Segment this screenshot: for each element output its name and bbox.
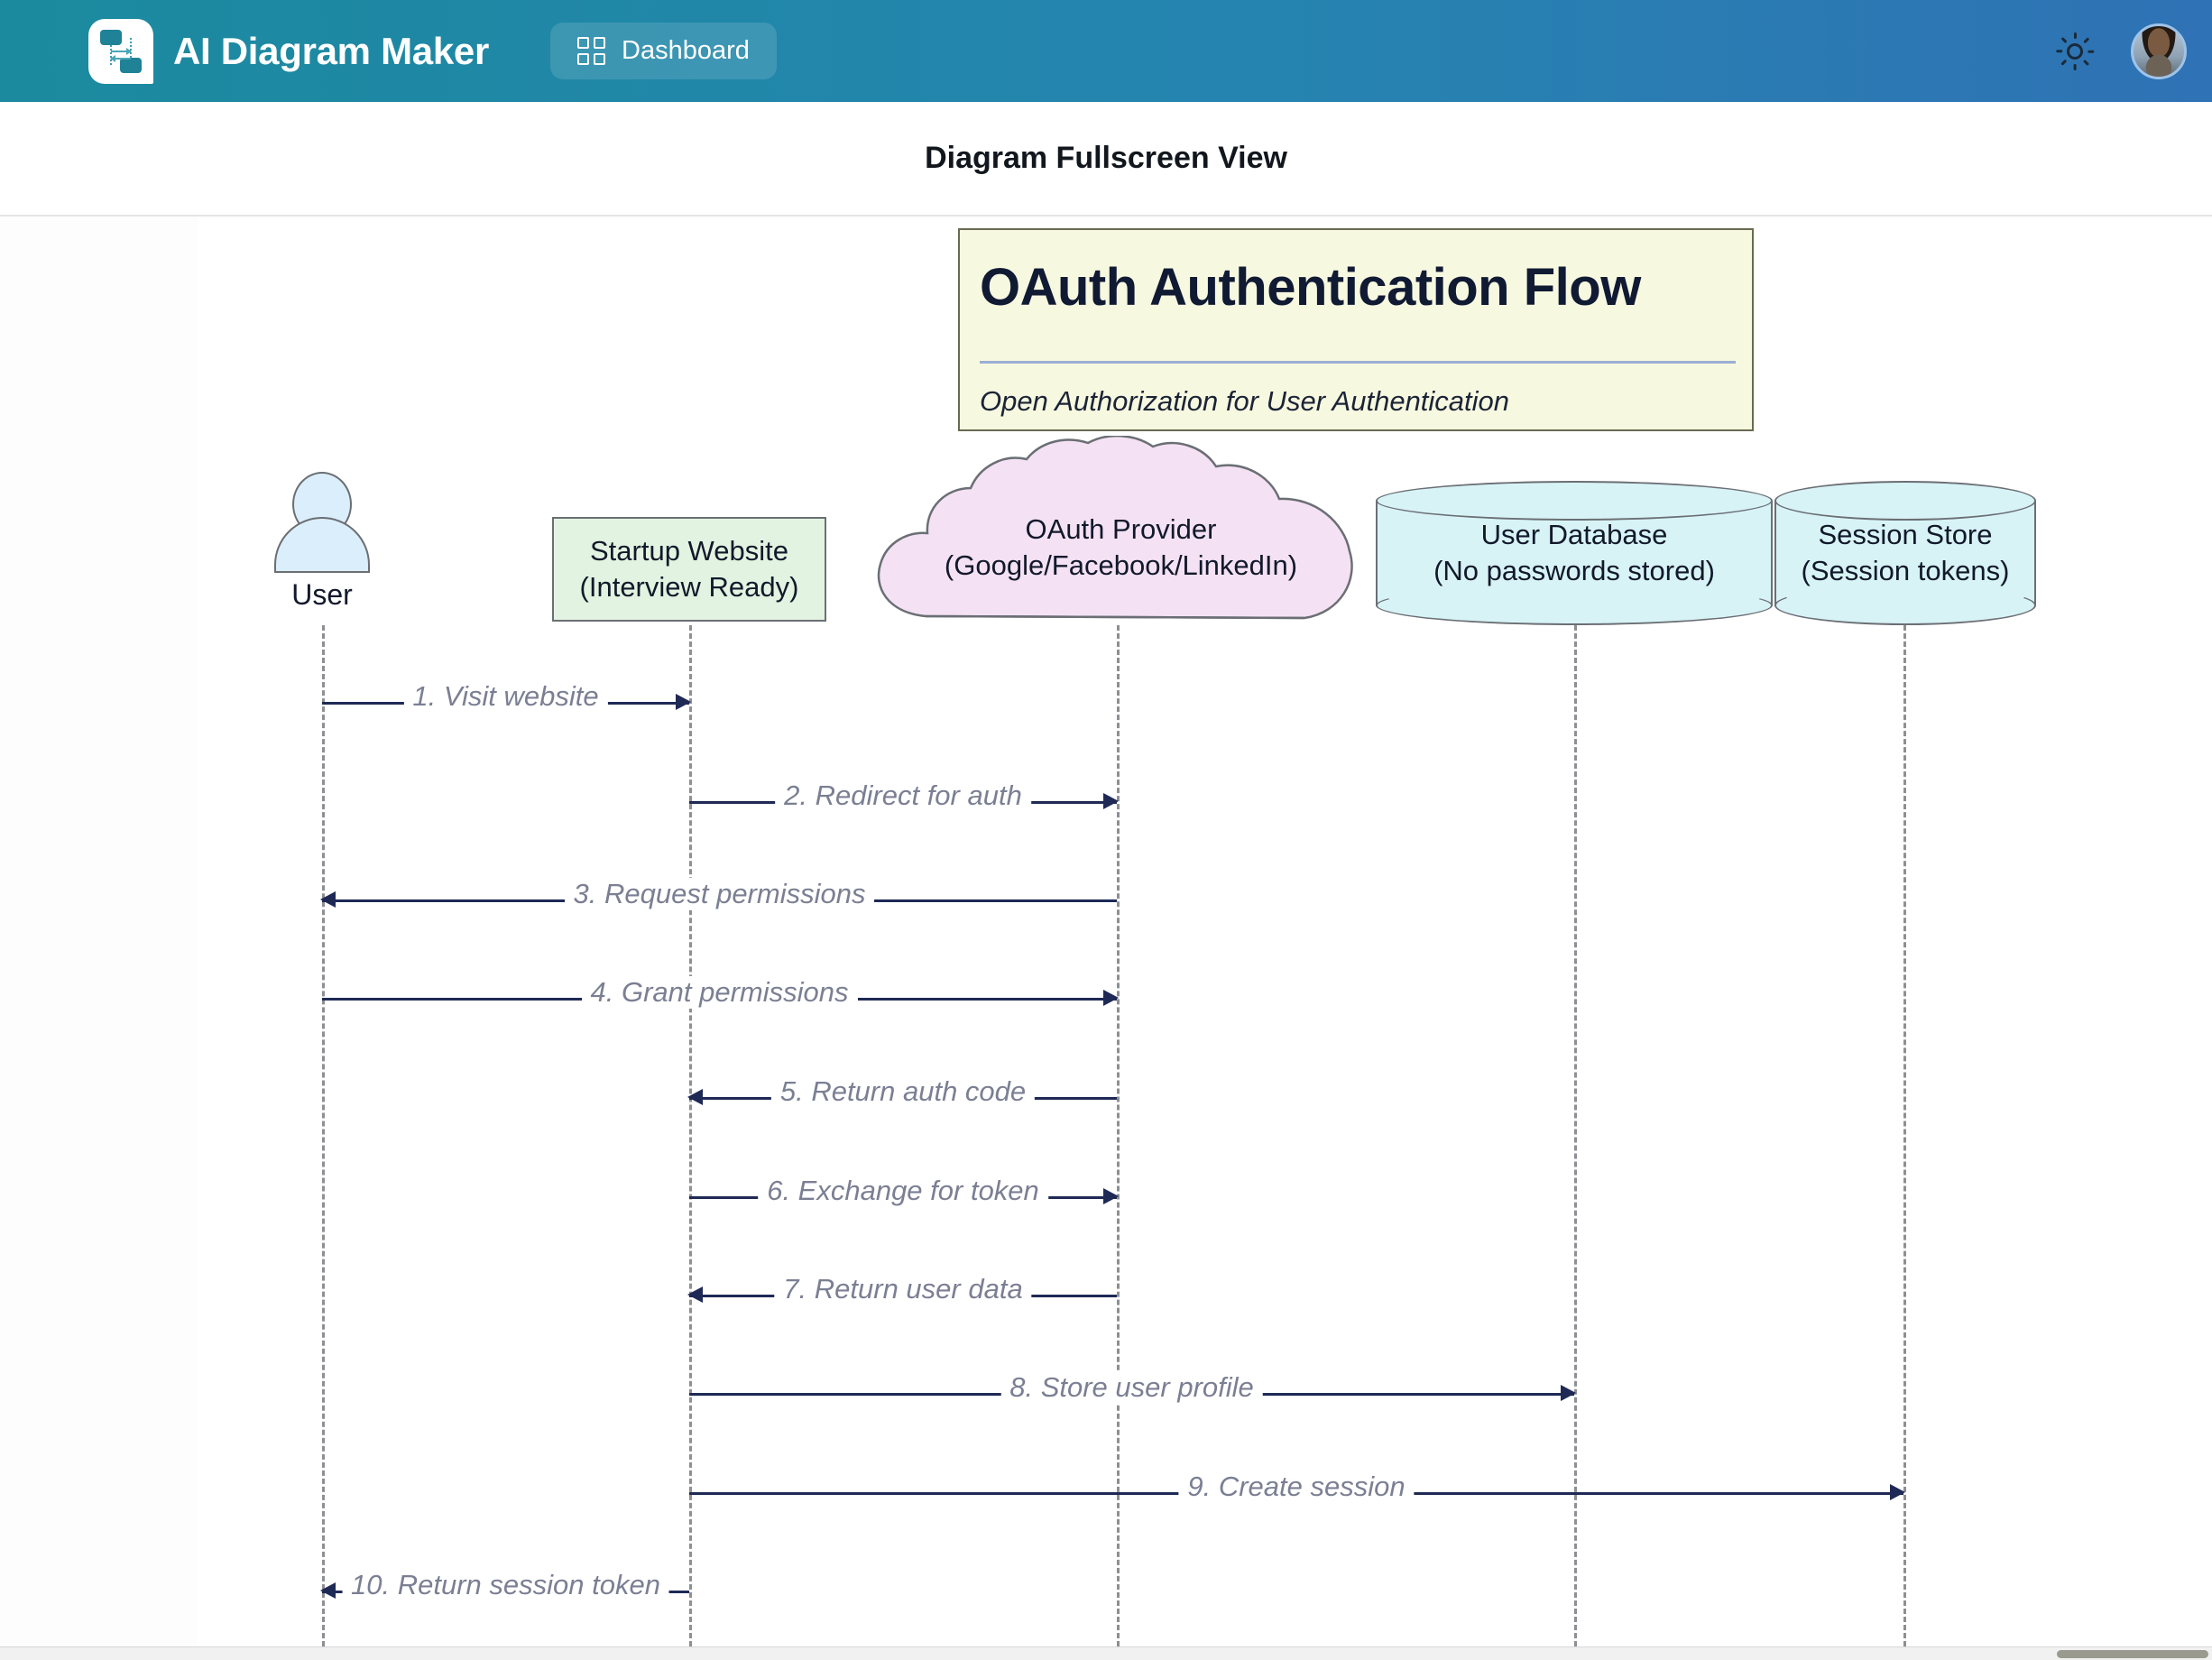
- message-6-label: 6. Exchange for token: [758, 1175, 1048, 1207]
- participant-oauth-provider-sub: (Google/Facebook/LinkedIn): [944, 549, 1298, 581]
- message-8-label: 8. Store user profile: [1000, 1371, 1263, 1404]
- arrowhead-icon: [1103, 793, 1119, 809]
- message-1-label: 1. Visit website: [403, 680, 608, 713]
- participant-user-label: User: [291, 578, 353, 611]
- message-2-label: 2. Redirect for auth: [775, 779, 1031, 812]
- participant-session-store-sub: (Session tokens): [1801, 555, 2010, 586]
- header-actions: [2055, 0, 2187, 102]
- arrowhead-icon: [1103, 990, 1119, 1006]
- diagram-title: OAuth Authentication Flow: [980, 258, 1641, 317]
- page-title: Diagram Fullscreen View: [925, 141, 1287, 175]
- cylinder-top-icon: [1774, 481, 2036, 521]
- participant-session-store-text: Session Store (Session tokens): [1774, 481, 2036, 625]
- brand-name: AI Diagram Maker: [173, 29, 490, 72]
- arrowhead-icon: [1890, 1484, 1905, 1500]
- cylinder-top-icon: [1376, 481, 1773, 521]
- avatar[interactable]: [2131, 23, 2187, 79]
- participant-user-database-label: User Database: [1480, 519, 1668, 551]
- participant-startup-website-sub: (Interview Ready): [579, 571, 799, 603]
- participant-oauth-provider[interactable]: OAuth Provider (Google/Facebook/LinkedIn…: [871, 436, 1370, 625]
- arrowhead-icon: [687, 1286, 703, 1303]
- participant-user-database[interactable]: User Database (No passwords stored): [1376, 481, 1773, 625]
- lifeline-user: [322, 625, 325, 1646]
- participant-session-store[interactable]: Session Store (Session tokens): [1774, 481, 2036, 625]
- nav-dashboard-button[interactable]: Dashboard: [550, 23, 777, 79]
- nav-dashboard-label: Dashboard: [622, 36, 750, 65]
- participant-user-database-text: User Database (No passwords stored): [1376, 481, 1773, 625]
- message-4-label: 4. Grant permissions: [581, 976, 858, 1009]
- participant-user-database-sub: (No passwords stored): [1433, 555, 1715, 586]
- arrowhead-icon: [320, 891, 336, 908]
- lifeline-startup-website: [689, 625, 692, 1646]
- arrowhead-icon: [1103, 1188, 1119, 1204]
- cylinder-bottom-icon: [1376, 586, 1773, 625]
- lifeline-oauth-provider: [1117, 625, 1120, 1646]
- brand[interactable]: AI Diagram Maker: [88, 18, 490, 84]
- canvas-gutter: [0, 217, 198, 1646]
- actor-body-icon: [274, 517, 370, 573]
- scrollbar-thumb[interactable]: [2057, 1650, 2208, 1658]
- sequence-diagram-logo-icon: [88, 18, 153, 84]
- participant-oauth-provider-label: OAuth Provider: [1025, 513, 1217, 546]
- arrowhead-icon: [320, 1582, 336, 1599]
- cloud-shape-icon: [877, 436, 1353, 620]
- arrowhead-icon: [687, 1089, 703, 1105]
- message-5-label: 5. Return auth code: [770, 1075, 1036, 1108]
- diagram-canvas[interactable]: OAuth Authentication Flow Open Authoriza…: [0, 217, 2212, 1646]
- diagram-title-card: OAuth Authentication Flow Open Authoriza…: [958, 228, 1754, 431]
- participant-session-store-label: Session Store: [1818, 519, 1993, 551]
- message-7-label: 7. Return user data: [774, 1273, 1032, 1305]
- page-titlebar: Diagram Fullscreen View: [0, 102, 2212, 217]
- lifeline-session-store: [1903, 625, 1906, 1646]
- app-header: AI Diagram Maker Dashboard: [0, 0, 2212, 102]
- diagram-surface[interactable]: OAuth Authentication Flow Open Authoriza…: [198, 217, 2212, 1646]
- sun-icon[interactable]: [2055, 32, 2095, 71]
- cylinder-bottom-icon: [1774, 586, 2036, 625]
- diagram-subtitle: Open Authorization for User Authenticati…: [980, 385, 1510, 417]
- grid-icon: [577, 37, 606, 65]
- message-3-label: 3. Request permissions: [564, 878, 875, 910]
- arrowhead-icon: [1561, 1385, 1576, 1401]
- participant-startup-website-label: Startup Website: [590, 535, 788, 567]
- arrowhead-icon: [676, 694, 691, 710]
- participant-startup-website[interactable]: Startup Website (Interview Ready): [552, 517, 826, 622]
- participant-oauth-provider-text: OAuth Provider (Google/Facebook/LinkedIn…: [945, 477, 1297, 583]
- message-10-label: 10. Return session token: [342, 1569, 669, 1601]
- diagram-title-divider: [980, 361, 1736, 364]
- lifeline-user-database: [1574, 625, 1577, 1646]
- message-9-label: 9. Create session: [1178, 1471, 1415, 1503]
- horizontal-scrollbar[interactable]: [0, 1646, 2212, 1660]
